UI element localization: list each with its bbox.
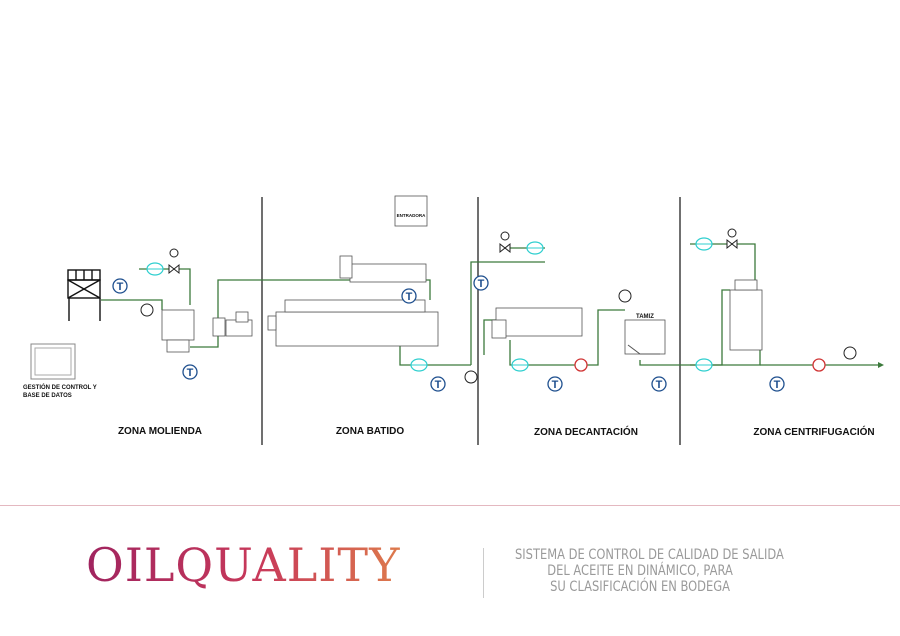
entradora-label: ENTRADORA xyxy=(397,213,426,218)
outlet-arrow-icon xyxy=(878,362,884,368)
svg-text:T: T xyxy=(435,379,442,391)
svg-text:T: T xyxy=(187,367,194,379)
hopper xyxy=(67,269,101,321)
brand-logo: OILQUALITY xyxy=(86,538,401,592)
tagline-line: DEL ACEITE EN DINÁMICO, PARA xyxy=(547,563,733,579)
quality-sensor-icon xyxy=(574,358,588,372)
control-label: BASE DE DATOS xyxy=(23,393,72,399)
centrifuge xyxy=(729,279,763,351)
zone-label-batido: ZONA BATIDO xyxy=(336,426,405,437)
pump-icon xyxy=(618,289,632,303)
motorized-valve-icon xyxy=(499,231,511,254)
flow-meter-icon xyxy=(146,262,164,276)
zone-label-molienda: ZONA MOLIENDA xyxy=(118,426,202,437)
svg-text:T: T xyxy=(406,291,413,303)
flow-meter-icon xyxy=(526,241,544,255)
flow-meter-icon xyxy=(695,237,713,251)
temperature-sensor-icon: T xyxy=(651,376,667,392)
tagline-line: SU CLASIFICACIÓN EN BODEGA xyxy=(550,579,731,595)
flow-meter-icon xyxy=(410,358,428,372)
svg-text:T: T xyxy=(478,278,485,290)
mill xyxy=(161,309,195,353)
sieve xyxy=(624,319,666,355)
svg-text:T: T xyxy=(552,379,559,391)
svg-text:T: T xyxy=(774,379,781,391)
pump-unit xyxy=(212,311,253,337)
temperature-sensor-icon: T xyxy=(547,376,563,392)
svg-text:T: T xyxy=(117,281,124,293)
tagline: SISTEMA DE CONTROL DE CALIDAD DE SALIDA … xyxy=(515,547,784,595)
tamiz-label: TAMIZ xyxy=(636,314,654,320)
motorized-valve-icon xyxy=(726,228,738,250)
temperature-sensor-icon: T xyxy=(182,364,198,380)
pump-icon xyxy=(843,346,857,360)
temperature-sensor-icon: T xyxy=(473,275,489,291)
temperature-sensor-icon: T xyxy=(769,376,785,392)
temperature-sensor-icon: T xyxy=(112,278,128,294)
svg-text:T: T xyxy=(656,379,663,391)
decanter xyxy=(491,307,583,339)
process-diagram: GESTIÓN DE CONTROL Y BASE DE DATOS ENTRA… xyxy=(23,195,884,445)
pump-icon xyxy=(464,370,478,384)
flow-meter-icon xyxy=(511,358,529,372)
zone-label-decantacion: ZONA DECANTACIÓN xyxy=(534,425,638,438)
quality-sensor-icon xyxy=(812,358,826,372)
temperature-sensor-icon: T xyxy=(430,376,446,392)
tagline-line: SISTEMA DE CONTROL DE CALIDAD DE SALIDA xyxy=(515,547,784,563)
control-monitor xyxy=(30,343,76,380)
footer-divider xyxy=(0,505,900,506)
pump-icon xyxy=(140,303,154,317)
motorized-valve-icon xyxy=(168,248,180,275)
control-label: GESTIÓN DE CONTROL Y xyxy=(23,383,97,391)
footer-separator xyxy=(483,548,484,598)
malaxer xyxy=(267,255,439,347)
entradora xyxy=(394,195,428,227)
temperature-sensor-icon: T xyxy=(401,288,417,304)
zone-label-centrifugacion: ZONA CENTRIFUGACIÓN xyxy=(753,425,874,438)
flow-meter-icon xyxy=(695,358,713,372)
